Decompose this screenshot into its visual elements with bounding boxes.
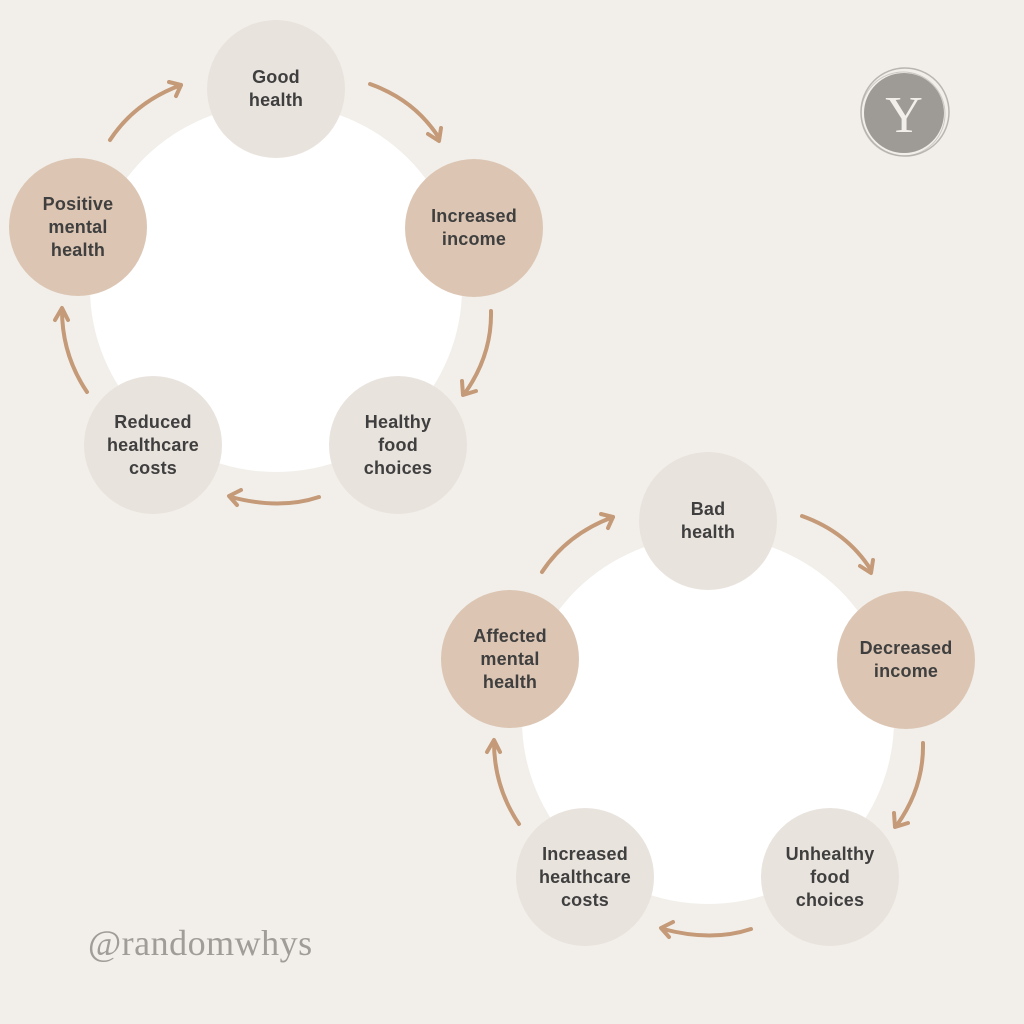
brand-y-logo-icon: Y <box>858 66 952 160</box>
cycle-node: Healthy food choices <box>329 376 467 514</box>
node-label: Unhealthy food choices <box>785 843 875 910</box>
cycle-node: Unhealthy food choices <box>761 808 899 946</box>
positive-cycle-diagram: Good health Increased income Healthy foo… <box>0 0 560 540</box>
node-label: Increased healthcare costs <box>538 843 632 910</box>
cycle-arrows <box>485 512 926 939</box>
arrow-icon <box>368 82 443 143</box>
social-handle: @randomwhys <box>88 923 313 963</box>
arrow-icon <box>800 514 875 575</box>
arrow-icon <box>460 309 494 397</box>
node-label: Increased income <box>431 206 517 249</box>
cycle-node: Positive mental health <box>9 158 147 296</box>
node-label: Positive mental health <box>42 193 114 260</box>
arrow-icon <box>892 741 926 829</box>
cycle-node: Good health <box>207 20 345 158</box>
cycle-node: Increased healthcare costs <box>516 808 654 946</box>
cycle-node: Reduced healthcare costs <box>84 376 222 514</box>
node-label: Healthy food choices <box>363 411 433 478</box>
node-label: Good health <box>248 67 304 110</box>
cycle-node: Affected mental health <box>441 590 579 728</box>
arrow-icon <box>53 306 89 394</box>
arrow-icon <box>227 488 321 507</box>
cycle-node: Decreased income <box>837 591 975 729</box>
cycle-arrows <box>53 80 494 507</box>
svg-text:Y: Y <box>885 87 923 144</box>
node-label: Decreased income <box>859 638 953 681</box>
arrow-icon <box>108 80 183 142</box>
cycle-node: Increased income <box>405 159 543 297</box>
arrow-icon <box>485 738 521 826</box>
negative-cycle-diagram: Bad health Decreased income Unhealthy fo… <box>432 432 992 972</box>
arrow-icon <box>659 920 753 939</box>
arrow-icon <box>540 512 615 574</box>
node-label: Reduced healthcare costs <box>106 411 200 478</box>
node-label: Bad health <box>680 499 736 542</box>
node-label: Affected mental health <box>473 625 547 692</box>
cycle-node: Bad health <box>639 452 777 590</box>
